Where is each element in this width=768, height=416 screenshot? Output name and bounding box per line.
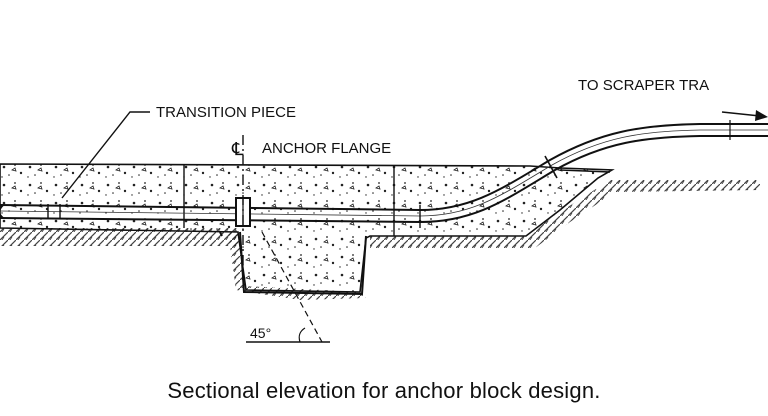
concrete-slab — [0, 163, 615, 293]
soil-hatch-left — [0, 228, 238, 246]
angle-label: 45° — [250, 325, 271, 341]
transition-piece-label: TRANSITION PIECE — [156, 104, 296, 121]
scraper-trap-arrow-head — [755, 110, 768, 121]
scraper-trap-label: TO SCRAPER TRA — [578, 77, 709, 94]
concrete-top-surface-right — [559, 169, 611, 173]
figure-caption: Sectional elevation for anchor block des… — [167, 378, 601, 403]
pipe-top-wall — [0, 123, 768, 212]
pipe-left-end — [0, 204, 4, 219]
anchor-block-outline — [219, 231, 367, 296]
angle-45-line — [261, 231, 323, 343]
pipe-inner-line — [0, 129, 768, 217]
soil-hatch-right — [370, 180, 760, 248]
angle-arc — [298, 327, 306, 343]
anchor-flange-label: ANCHOR FLANGE — [262, 140, 391, 157]
anchor-block-diagram: 45° TRANSITION PIECE ℄ ANCHOR FLANGE TO … — [0, 77, 768, 343]
centerline-symbol: ℄ — [231, 139, 244, 159]
transition-leader — [61, 111, 150, 199]
pipe-bottom-wall — [0, 135, 768, 224]
scraper-trap-arrow-shaft — [721, 111, 761, 117]
pipe-joint-2 — [544, 155, 558, 179]
